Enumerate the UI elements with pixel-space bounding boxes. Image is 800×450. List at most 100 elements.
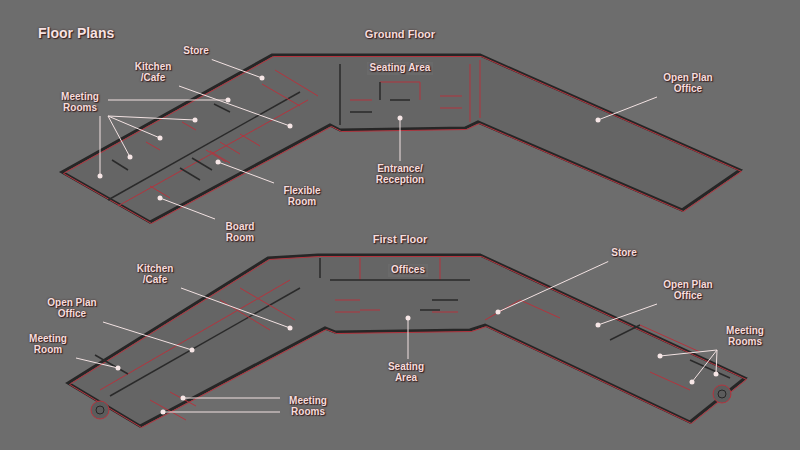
- wall-line: [206, 150, 226, 162]
- leader-dot: [714, 372, 719, 377]
- wall-line: [240, 288, 295, 320]
- leader-line: [598, 304, 657, 325]
- wall-line: [192, 158, 212, 170]
- leader-line: [100, 116, 101, 176]
- wall-line: [118, 100, 308, 206]
- leader-dot: [158, 196, 163, 201]
- wall-line: [95, 355, 128, 374]
- leader-line: [160, 198, 215, 219]
- wall-line: [610, 325, 640, 340]
- room-label: Kitchen /Cafe: [132, 264, 178, 285]
- first-floor-outline-inner: [70, 257, 747, 428]
- wall-line: [339, 64, 341, 125]
- wall-line: [335, 312, 360, 313]
- leader-dot: [596, 323, 601, 328]
- wall-line: [180, 168, 200, 180]
- leader-line: [179, 86, 290, 126]
- room-label: Kitchen /Cafe: [130, 62, 176, 83]
- leader-line: [218, 162, 274, 183]
- room-label: Meeting Rooms: [283, 396, 333, 417]
- wall-line: [350, 100, 372, 101]
- room-label: Store: [611, 248, 637, 259]
- leader-line: [212, 60, 262, 79]
- wall-line: [440, 96, 462, 97]
- room-label: Flexible Room: [277, 186, 327, 207]
- wall-line: [480, 60, 481, 118]
- leader-lines: [76, 60, 719, 415]
- wall-line: [420, 82, 421, 100]
- wall-line: [240, 134, 260, 146]
- wall-line: [432, 312, 458, 313]
- leader-dot: [260, 76, 265, 81]
- wall-line: [182, 122, 196, 130]
- wall-line: [379, 82, 381, 100]
- room-label: Open Plan Office: [660, 280, 716, 301]
- page-title: Floor Plans: [38, 25, 114, 41]
- leader-line: [108, 116, 130, 157]
- leader-dot: [288, 326, 293, 331]
- room-label: Meeting Room: [23, 334, 73, 355]
- leader-line: [108, 116, 160, 138]
- wall-line: [150, 400, 186, 420]
- floor-heading: First Floor: [373, 234, 427, 246]
- leader-line: [76, 358, 118, 368]
- leader-line: [163, 412, 280, 413]
- room-label: Meeting Rooms: [720, 326, 770, 347]
- leader-dot: [658, 354, 663, 359]
- wall-line: [440, 258, 441, 280]
- leader-dot: [216, 160, 221, 165]
- wall-line: [100, 280, 290, 390]
- leader-dot: [690, 380, 695, 385]
- leader-dot: [98, 174, 103, 179]
- ground-floor-outline: [62, 55, 740, 222]
- leader-line: [181, 288, 290, 328]
- spiral-stair-core: [96, 406, 104, 414]
- wall-line: [690, 360, 730, 378]
- leader-line: [692, 350, 717, 382]
- wall-line: [390, 99, 410, 101]
- leader-line: [498, 262, 608, 313]
- wall-line: [440, 108, 462, 109]
- leader-dot: [181, 396, 186, 401]
- wall-line: [360, 258, 361, 280]
- leader-line: [408, 318, 409, 359]
- wall-line: [640, 325, 700, 352]
- room-label: Entrance/ Reception: [369, 164, 431, 185]
- leader-line: [108, 116, 195, 120]
- room-label: Store: [183, 46, 209, 57]
- wall-line: [380, 82, 420, 83]
- leader-line: [108, 100, 228, 101]
- wall-line: [330, 279, 470, 281]
- leader-dot: [128, 155, 133, 160]
- leader-dot: [596, 118, 601, 123]
- wall-line: [420, 309, 440, 311]
- leader-line: [716, 350, 717, 374]
- wall-line: [170, 392, 196, 406]
- wall-line: [432, 299, 458, 301]
- leader-line: [103, 322, 192, 350]
- spiral-stair: [91, 401, 109, 419]
- room-label: Board Room: [218, 222, 262, 243]
- room-label: Seating Area: [381, 362, 431, 383]
- leader-dot: [226, 98, 231, 103]
- wall-line: [360, 310, 380, 311]
- floor-heading: Ground Floor: [365, 29, 435, 41]
- leader-dot: [158, 136, 163, 141]
- wall-line: [520, 300, 560, 318]
- room-label: Open Plan Office: [44, 298, 100, 319]
- leader-dot: [161, 410, 166, 415]
- spiral-stair-core: [718, 390, 726, 398]
- room-label: Open Plan Office: [660, 73, 716, 94]
- wall-line: [650, 372, 690, 390]
- leader-dot: [496, 310, 501, 315]
- wall-line: [470, 64, 471, 122]
- wall-line: [110, 288, 300, 396]
- wall-line: [335, 300, 360, 301]
- room-label: Meeting Rooms: [55, 92, 105, 113]
- wall-line: [214, 104, 230, 112]
- leader-line: [400, 118, 401, 161]
- leader-dot: [116, 366, 121, 371]
- leader-line: [660, 350, 717, 356]
- leader-dot: [288, 124, 293, 129]
